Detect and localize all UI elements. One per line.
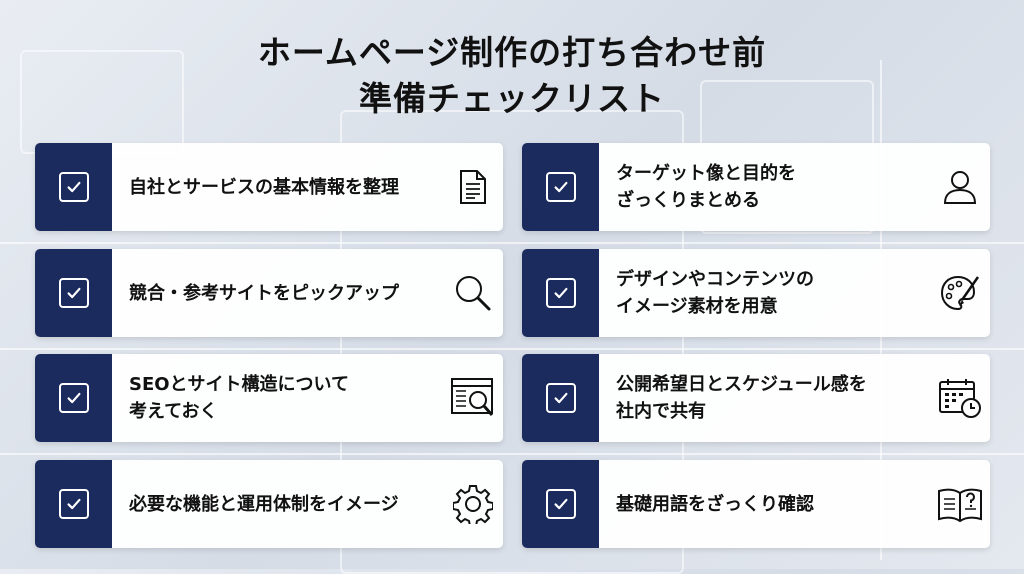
checkbox[interactable] [545,278,576,308]
checklist-item: 必要な機能と運用体制をイメージ [35,460,503,548]
page-title: ホームページ制作の打ち合わせ前準備チェックリスト [0,30,1024,122]
item-label: ターゲット像と目的を ざっくりまとめる [616,163,796,211]
checkbox[interactable] [58,172,89,202]
document-icon [443,169,503,205]
checklist-item: 競合・参考サイトをピックアップ [35,249,503,337]
checkbox[interactable] [545,489,576,519]
title-line-2: 準備チェックリスト [359,79,665,118]
search-icon [443,274,503,312]
calendar-clock-icon [930,377,990,419]
item-label: 基礎用語をざっくり確認 [616,493,814,515]
item-label: 必要な機能と運用体制をイメージ [129,493,399,515]
palette-icon [930,274,990,312]
checklist-item: 自社とサービスの基本情報を整理 [35,143,503,231]
checkbox[interactable] [545,383,576,413]
gear-icon [443,484,503,524]
checkbox[interactable] [58,278,89,308]
web-search-icon [443,377,503,419]
checklist-item: 基礎用語をざっくり確認 [522,460,990,548]
checklist-item: 公開希望日とスケジュール感を 社内で共有 [522,354,990,442]
checkbox[interactable] [545,172,576,202]
item-label: デザインやコンテンツの イメージ素材を用意 [616,269,814,317]
book-question-icon [930,485,990,523]
user-icon [930,169,990,205]
checkbox[interactable] [58,383,89,413]
checklist-item: デザインやコンテンツの イメージ素材を用意 [522,249,990,337]
title-line-1: ホームページ制作の打ち合わせ前 [257,33,767,72]
checklist-item: ターゲット像と目的を ざっくりまとめる [522,143,990,231]
item-label: 自社とサービスの基本情報を整理 [129,176,399,198]
checkbox[interactable] [58,489,89,519]
item-label: 公開希望日とスケジュール感を 社内で共有 [616,374,867,422]
checklist-item: SEOとサイト構造について 考えておく [35,354,503,442]
item-label: SEOとサイト構造について 考えておく [129,374,350,422]
item-label: 競合・参考サイトをピックアップ [129,282,399,304]
